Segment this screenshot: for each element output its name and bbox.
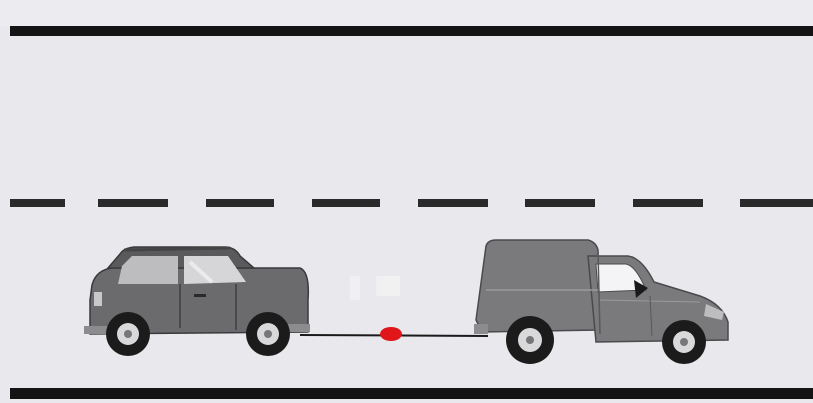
road-edge-line-bottom [10, 388, 813, 399]
car-front-wheel [246, 312, 290, 356]
towed-car [84, 247, 310, 356]
car-rear-wheel [106, 312, 150, 356]
towing-van [474, 240, 728, 364]
tow-rope-warning-flag [380, 327, 402, 341]
faint-figure-icon [350, 276, 400, 300]
van-rear-wheel [506, 316, 554, 364]
van-front-wheel [662, 320, 706, 364]
